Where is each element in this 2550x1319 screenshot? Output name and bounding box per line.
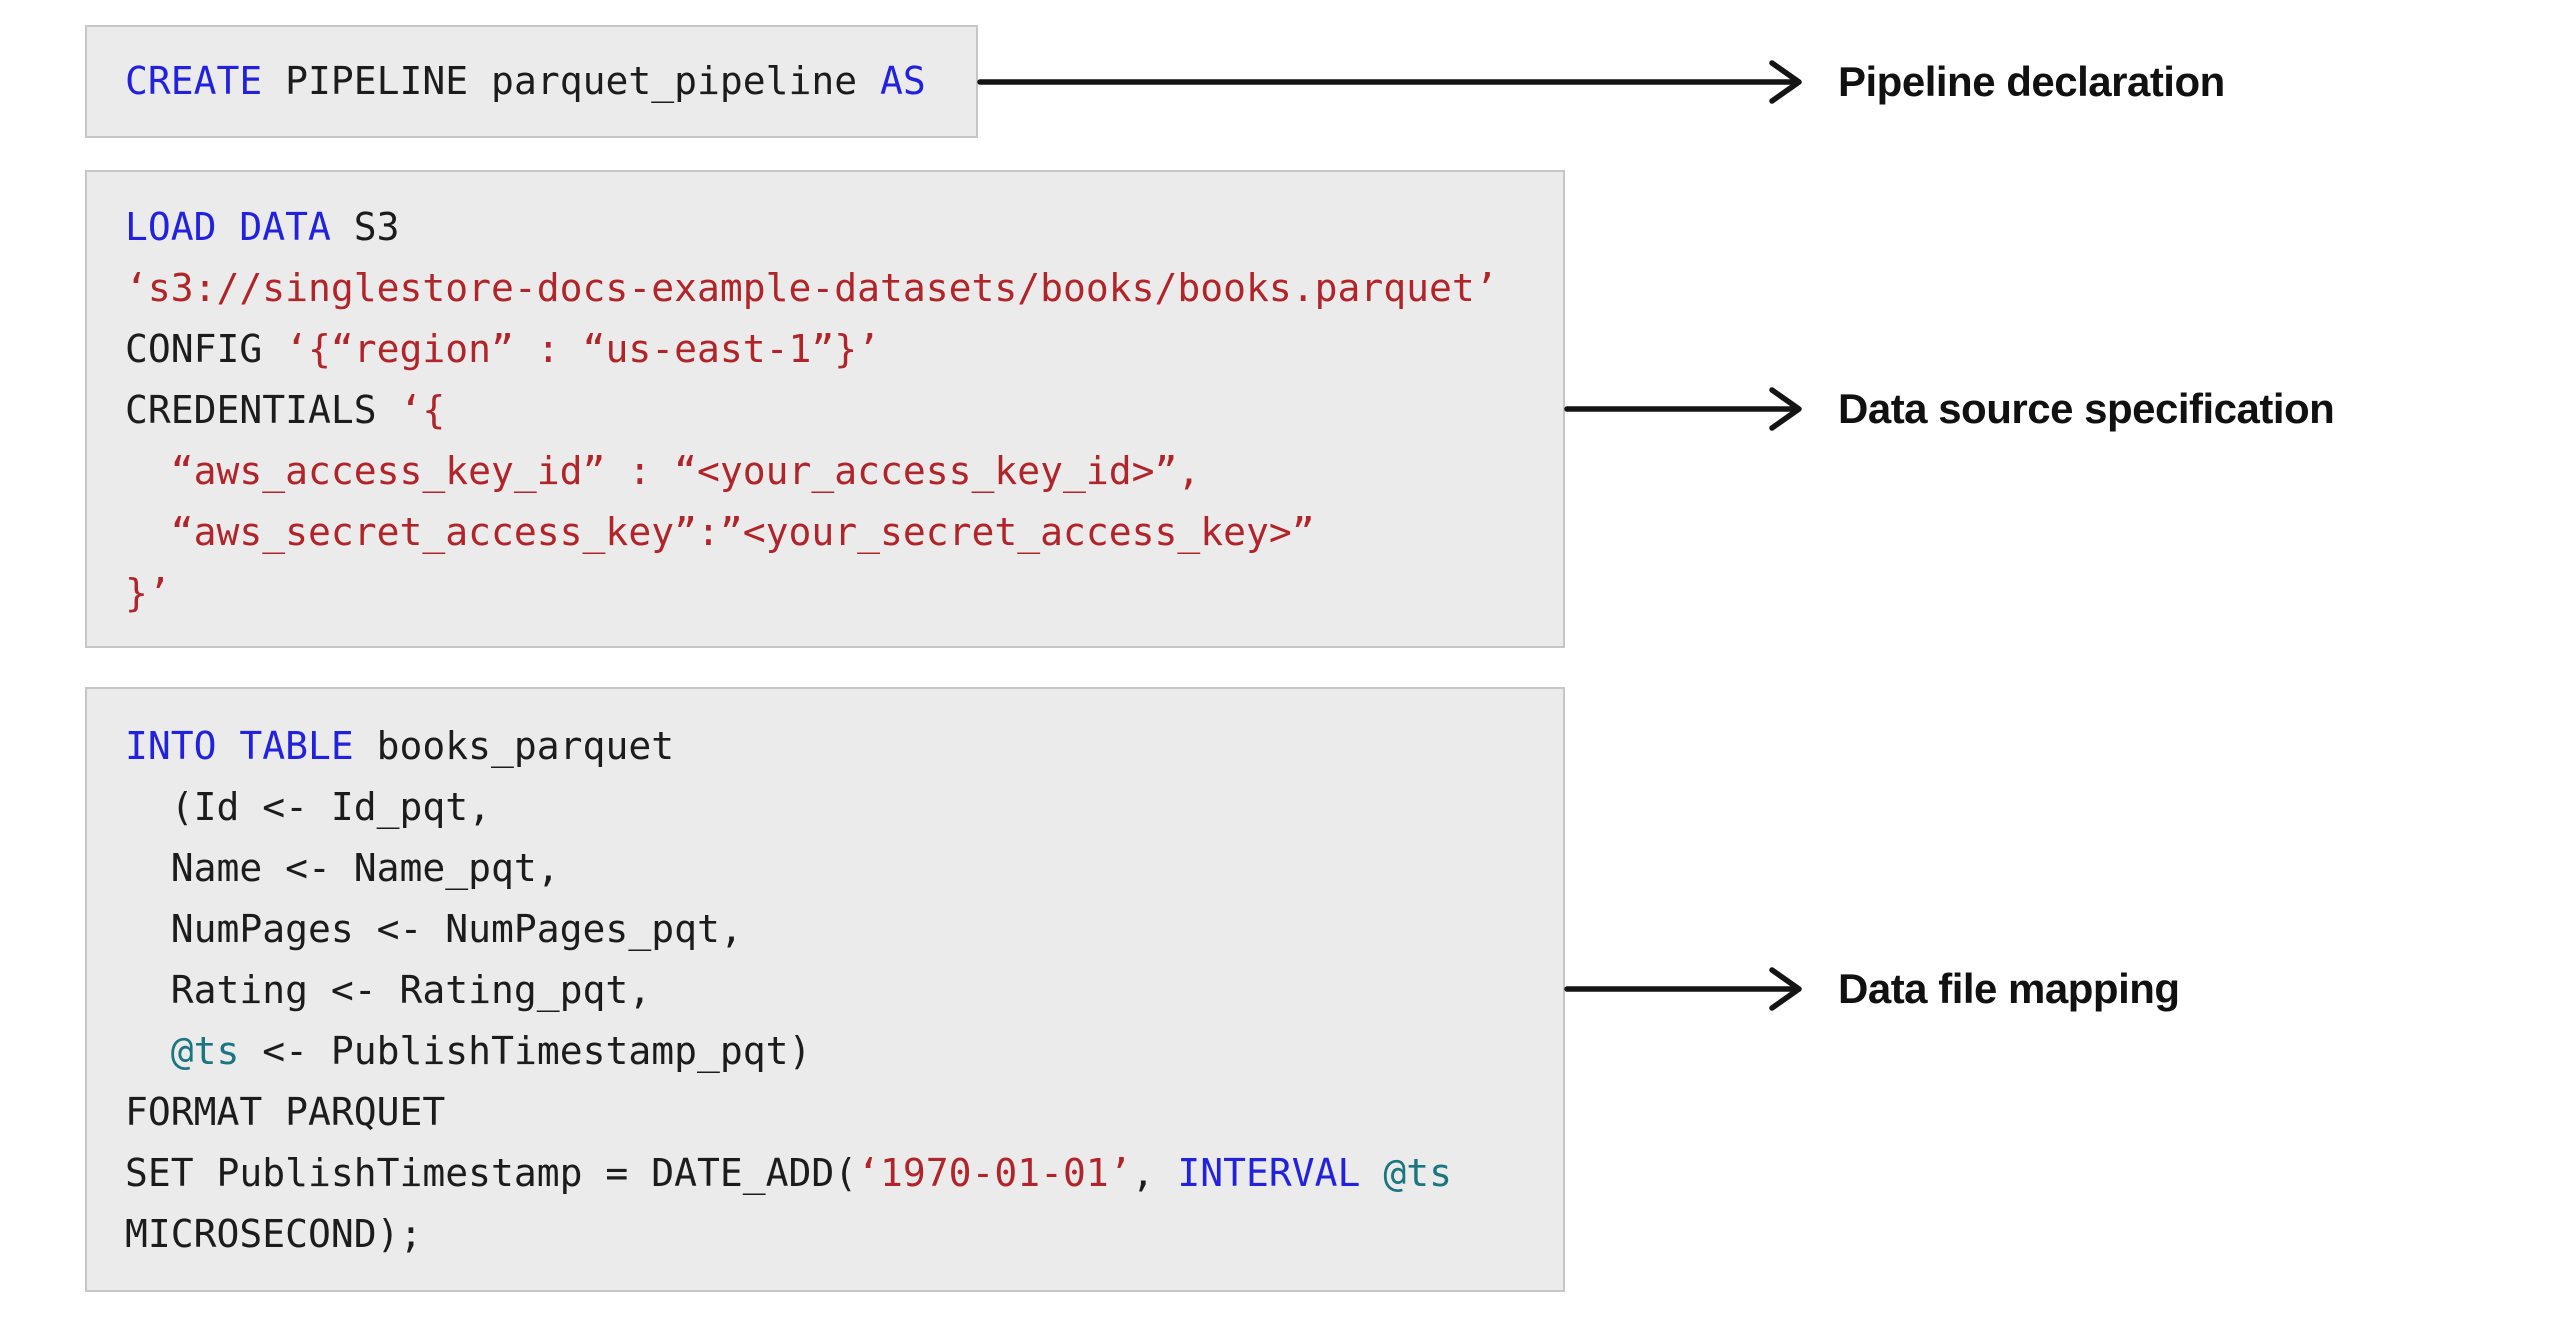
label-data-file-mapping: Data file mapping xyxy=(1838,965,2180,1012)
code-text: CREATE PIPELINE parquet_pipeline AS xyxy=(125,51,926,112)
arrow-data-source-specification xyxy=(1564,387,1802,431)
code-line: FORMAT PARQUET xyxy=(125,1090,446,1134)
code-line: Rating <- Rating_pqt, xyxy=(125,968,652,1012)
code-line: “aws_access_key_id” : “<your_access_key_… xyxy=(125,449,1201,493)
code-line: }’ xyxy=(125,571,171,615)
label-pipeline-declaration: Pipeline declaration xyxy=(1838,58,2225,105)
code-line: LOAD DATA S3 xyxy=(125,205,400,249)
code-line: CREATE PIPELINE parquet_pipeline AS xyxy=(125,59,926,103)
code-line: Name <- Name_pqt, xyxy=(125,846,560,890)
code-line: INTO TABLE books_parquet xyxy=(125,724,675,768)
code-line: MICROSECOND); xyxy=(125,1212,423,1256)
code-line: NumPages <- NumPages_pqt, xyxy=(125,907,743,951)
code-line: “aws_secret_access_key”:”<your_secret_ac… xyxy=(125,510,1315,554)
code-text: LOAD DATA S3 ‘s3://singlestore-docs-examp… xyxy=(125,197,1525,624)
code-line: CONFIG ‘{“region” : “us-east-1”}’ xyxy=(125,327,880,371)
code-line: ‘s3://singlestore-docs-example-datasets/… xyxy=(125,266,1498,310)
code-line: SET PublishTimestamp = DATE_ADD(‘1970-01… xyxy=(125,1151,1452,1195)
code-line: (Id <- Id_pqt, xyxy=(125,785,492,829)
code-line: CREDENTIALS ‘{ xyxy=(125,388,446,432)
code-block-data-source-specification: LOAD DATA S3 ‘s3://singlestore-docs-examp… xyxy=(85,170,1565,648)
code-block-data-file-mapping: INTO TABLE books_parquet (Id <- Id_pqt, … xyxy=(85,687,1565,1292)
arrow-data-file-mapping xyxy=(1564,967,1802,1011)
code-text: INTO TABLE books_parquet (Id <- Id_pqt, … xyxy=(125,716,1525,1265)
code-line: @ts <- PublishTimestamp_pqt) xyxy=(170,1029,812,1073)
arrow-pipeline-declaration xyxy=(977,60,1802,104)
code-block-pipeline-declaration: CREATE PIPELINE parquet_pipeline AS xyxy=(85,25,978,138)
label-data-source-specification: Data source specification xyxy=(1838,385,2335,432)
